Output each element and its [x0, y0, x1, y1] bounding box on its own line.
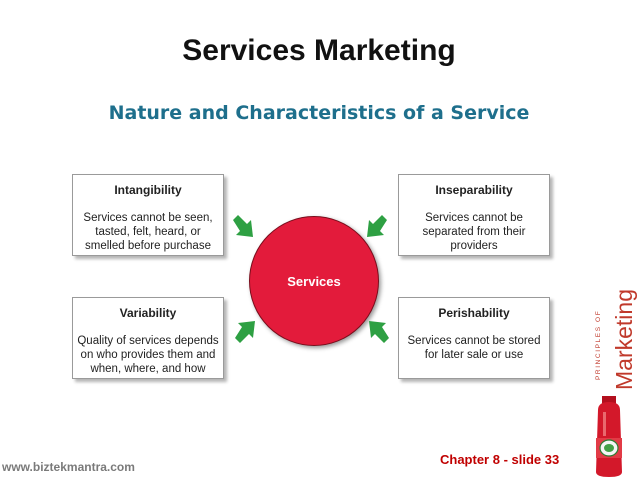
box-intangibility: Intangibility Services cannot be seen, t…	[72, 174, 224, 256]
slide-number: Chapter 8 - slide 33	[440, 452, 560, 467]
book-series-text: PRINCIPLES OF	[595, 310, 602, 380]
arrow-icon	[233, 215, 253, 237]
box-title: Inseparability	[435, 183, 513, 197]
services-label: Services	[287, 273, 341, 289]
box-desc: Services cannot be seen, tasted, felt, h…	[83, 212, 213, 252]
services-circle: Services	[249, 216, 379, 346]
box-inseparability: Inseparability Services cannot be separa…	[398, 174, 550, 256]
book-title-text: Marketing	[611, 289, 637, 390]
arrow-icon	[235, 321, 255, 343]
box-variability: Variability Quality of services depends …	[72, 297, 224, 379]
box-desc: Quality of services depends on who provi…	[77, 335, 219, 375]
page-title: Services Marketing	[182, 34, 456, 67]
arrow-icon	[369, 321, 389, 343]
page-subtitle: Nature and Characteristics of a Service	[108, 102, 530, 124]
box-perishability: Perishability Services cannot be stored …	[398, 297, 550, 379]
book-cover-image: PRINCIPLES OF Marketing	[588, 262, 638, 478]
box-title: Perishability	[438, 306, 510, 320]
website-label: www.biztekmantra.com	[2, 460, 135, 474]
box-desc: Services cannot be stored for later sale…	[407, 335, 541, 361]
box-title: Variability	[119, 306, 177, 320]
box-desc: Services cannot be separated from their …	[422, 212, 526, 252]
box-title: Intangibility	[114, 183, 182, 197]
arrow-icon	[367, 215, 387, 237]
